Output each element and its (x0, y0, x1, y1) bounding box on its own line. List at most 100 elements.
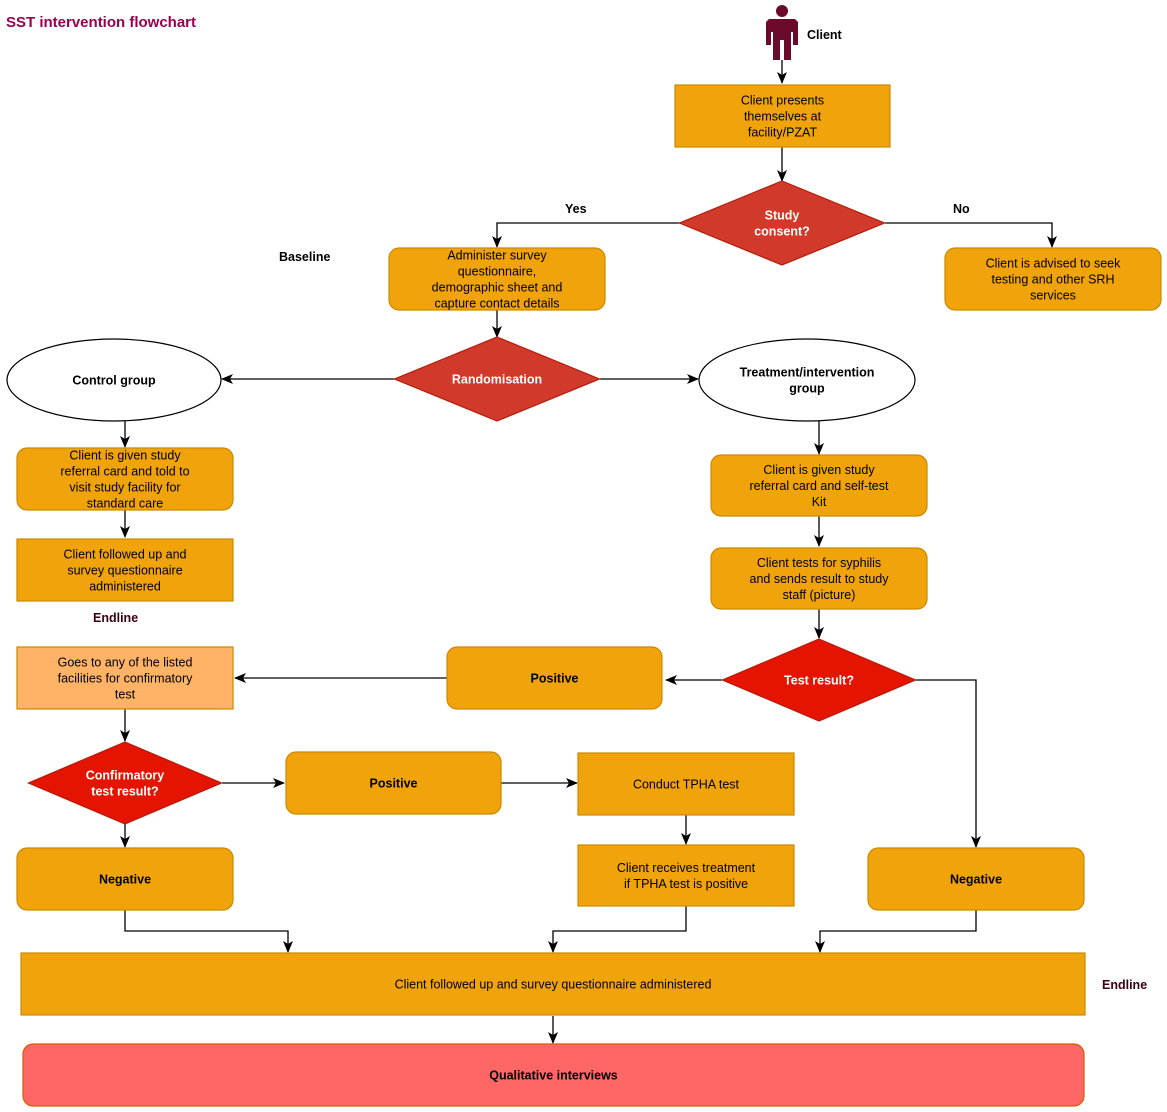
endline-label-right: Endline (1102, 978, 1147, 992)
baseline-label: Baseline (279, 250, 330, 264)
goes-to-text-line: test (115, 688, 136, 702)
administer-text-line: demographic sheet and (432, 281, 563, 295)
control-card-text-line: standard care (87, 497, 163, 511)
chart-title: SST intervention flowchart (6, 14, 196, 31)
goes-to-text-line: facilities for confirmatory (58, 672, 194, 686)
edge-result-negative (915, 679, 981, 848)
positive2-shape (285, 751, 502, 815)
control-followup-text-line: survey questionnaire (67, 564, 182, 578)
positive2-text-line: Positive (370, 777, 418, 791)
node-final-followup: Client followed up and survey questionna… (20, 952, 1086, 1016)
node-tpha: Conduct TPHA test (577, 752, 795, 816)
tests-text-line: staff (picture) (783, 588, 856, 602)
administer-text-line: capture contact details (434, 297, 559, 311)
administer-text-line: questionnaire, (458, 265, 537, 279)
tests-text-line: and sends result to study (750, 572, 890, 586)
node-negative-left: Negative (16, 847, 234, 911)
node-positive1: Positive (446, 646, 663, 710)
node-control-card: Client is given study referral card and t… (16, 447, 234, 511)
client-label: Client (807, 28, 843, 42)
positive1-shape (446, 646, 663, 710)
yes-label: Yes (565, 202, 587, 216)
control-card-text-line: visit study facility for (69, 481, 180, 495)
confirmatory-shape (26, 741, 224, 825)
final-followup-shape (20, 952, 1086, 1016)
randomisation-shape (392, 336, 602, 422)
test-result-shape (720, 638, 918, 722)
node-treatment: Treatment/intervention group (698, 338, 916, 422)
test-result-text-line: Test result? (784, 674, 854, 688)
treatment-receive-text-line: if TPHA test is positive (624, 877, 748, 891)
node-tests: Client tests for syphilis and sends resul… (710, 547, 928, 610)
tpha-text-line: Conduct TPHA test (633, 778, 740, 792)
nodes: Client presents themselves at facility/PZA… (6, 84, 1162, 1107)
node-control-followup: Client followed up and survey questionnai… (16, 538, 234, 602)
administer-text-line: Administer survey (447, 249, 547, 263)
control-text-line: Control group (72, 374, 156, 388)
node-randomisation: Randomisation (392, 336, 602, 422)
edge-negleft-final (124, 910, 293, 953)
node-consent: Study consent? (677, 180, 887, 266)
consent-text-line: consent? (754, 225, 810, 239)
node-positive2: Positive (285, 751, 502, 815)
control-card-text-line: referral card and told to (60, 465, 189, 479)
goes-to-text-line: Goes to any of the listed (58, 656, 193, 670)
edge-treatment-final (548, 906, 687, 953)
goes-to-shape (16, 646, 234, 710)
presents-text-line: facility/PZAT (748, 126, 818, 140)
advised-shape (944, 247, 1162, 311)
tests-text-line: Client tests for syphilis (757, 556, 881, 570)
advised-text-line: services (1030, 289, 1076, 303)
control-card-text-line: Client is given study (69, 449, 181, 463)
presents-text-line: themselves at (744, 110, 822, 124)
node-treatment-receive: Client receives treatment if TPHA test is… (577, 844, 795, 907)
node-negative-right: Negative (867, 847, 1085, 911)
final-followup-text-line: Client followed up and survey questionna… (395, 978, 712, 992)
edge-negright-final (815, 910, 977, 953)
confirmatory-text-line: Confirmatory (86, 769, 165, 783)
connectors (120, 60, 1057, 1044)
randomisation-text-line: Randomisation (452, 373, 542, 387)
tpha-shape (577, 752, 795, 816)
treatment-card-text-line: Kit (812, 495, 827, 509)
edge-consent-no (885, 222, 1057, 248)
treatment-text-line: Treatment/intervention (740, 366, 875, 380)
presents-shape (674, 84, 891, 148)
presents-text-line: Client presents (741, 94, 824, 108)
qualitative-text-line: Qualitative interviews (489, 1069, 618, 1083)
treatment-shape (698, 338, 916, 422)
node-control: Control group (6, 338, 222, 422)
positive1-text-line: Positive (531, 672, 579, 686)
treatment-card-text-line: referral card and self-test (750, 479, 889, 493)
control-followup-text-line: Client followed up and (64, 548, 187, 562)
negative-left-text-line: Negative (99, 873, 151, 887)
treatment-card-shape (710, 454, 928, 517)
node-administer: Administer survey questionnaire, demograph… (388, 247, 606, 311)
node-treatment-card: Client is given study referral card and s… (710, 454, 928, 517)
edge-consent-yes (492, 222, 680, 248)
node-presents: Client presents themselves at facility/PZA… (674, 84, 891, 148)
control-shape (6, 338, 222, 422)
advised-text-line: Client is advised to seek (986, 257, 1122, 271)
qualitative-shape (22, 1043, 1085, 1107)
node-goes-to: Goes to any of the listed facilities for … (16, 646, 234, 710)
endline-label-left: Endline (93, 611, 138, 625)
treatment-text-line: group (789, 382, 825, 396)
treatment-receive-shape (577, 844, 795, 907)
negative-right-text-line: Negative (950, 873, 1002, 887)
consent-text-line: Study (765, 209, 800, 223)
control-followup-text-line: administered (89, 580, 161, 594)
negative-left-shape (16, 847, 234, 911)
no-label: No (953, 202, 970, 216)
treatment-card-text-line: Client is given study (763, 463, 875, 477)
administer-shape (388, 247, 606, 311)
treatment-receive-text-line: Client receives treatment (617, 861, 756, 875)
control-followup-shape (16, 538, 234, 602)
negative-right-shape (867, 847, 1085, 911)
control-card-shape (16, 447, 234, 511)
node-qualitative: Qualitative interviews (22, 1043, 1085, 1107)
tests-shape (710, 547, 928, 610)
